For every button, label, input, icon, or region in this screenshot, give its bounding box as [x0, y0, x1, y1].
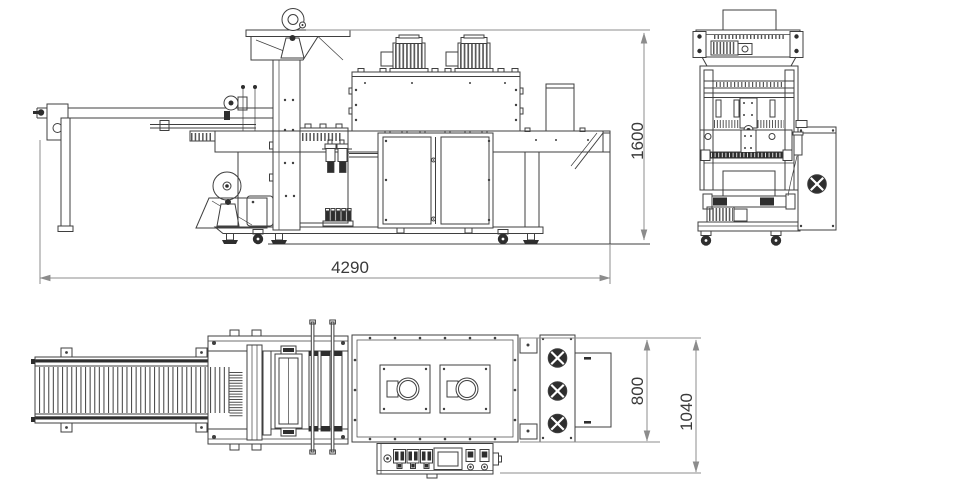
leveling-foot [270, 233, 288, 245]
end-elevation-view [692, 9, 837, 247]
air-filter-unit [322, 139, 378, 173]
plan-view: 800 1040 [31, 319, 701, 479]
control-panel [376, 443, 502, 479]
dim-overall-length-label: 4290 [331, 258, 369, 277]
cooling-fan-icon [547, 347, 568, 369]
roller-conveyor-plan [31, 347, 239, 433]
film-roll-upper [223, 8, 351, 131]
mast-column [269, 29, 301, 231]
solenoid-valve-bank [322, 208, 354, 227]
outfeed-table-plan [574, 352, 612, 428]
display-screen[interactable] [433, 447, 463, 470]
infeed-arm [33, 103, 290, 232]
dimension-tunnel-width: 800 [520, 337, 701, 443]
tunnel-fan-motor [446, 35, 493, 72]
motor-mount-plate [379, 364, 431, 414]
outfeed-section-side [520, 83, 611, 244]
cooling-fan-icon [547, 413, 568, 434]
side-elevation-view: 4290 1600 [33, 8, 650, 284]
cooling-fan-section-plan [519, 334, 576, 443]
side-cabinet-end [787, 120, 837, 231]
shrink-tunnel-side [348, 35, 524, 132]
leveling-foot [522, 233, 540, 245]
indicator-light[interactable] [383, 454, 392, 463]
motor-mount-plate [439, 364, 491, 414]
end-frame [699, 56, 799, 191]
dimension-overall-length: 4290 [39, 140, 611, 284]
seal-area-end [699, 129, 794, 164]
dimension-machine-height: 1600 [306, 29, 650, 241]
seal-station-plan [207, 319, 349, 455]
electrical-cabinet [377, 128, 494, 229]
caster-wheel [770, 230, 782, 247]
cooling-fan-icon [547, 380, 568, 402]
dimension-overall-width: 1040 [500, 339, 701, 474]
dim-tunnel-width-label: 800 [628, 377, 647, 405]
leveling-foot [221, 233, 239, 245]
caster-wheel [700, 230, 712, 247]
dim-overall-width-label: 1040 [677, 393, 696, 431]
dim-machine-height-label: 1600 [628, 122, 647, 160]
film-roll-top-end [692, 9, 804, 58]
film-roll-lower [195, 171, 274, 229]
cooling-fan-icon [806, 173, 828, 195]
tunnel-fan-motor [381, 35, 428, 72]
shrink-tunnel-plan [351, 334, 519, 443]
